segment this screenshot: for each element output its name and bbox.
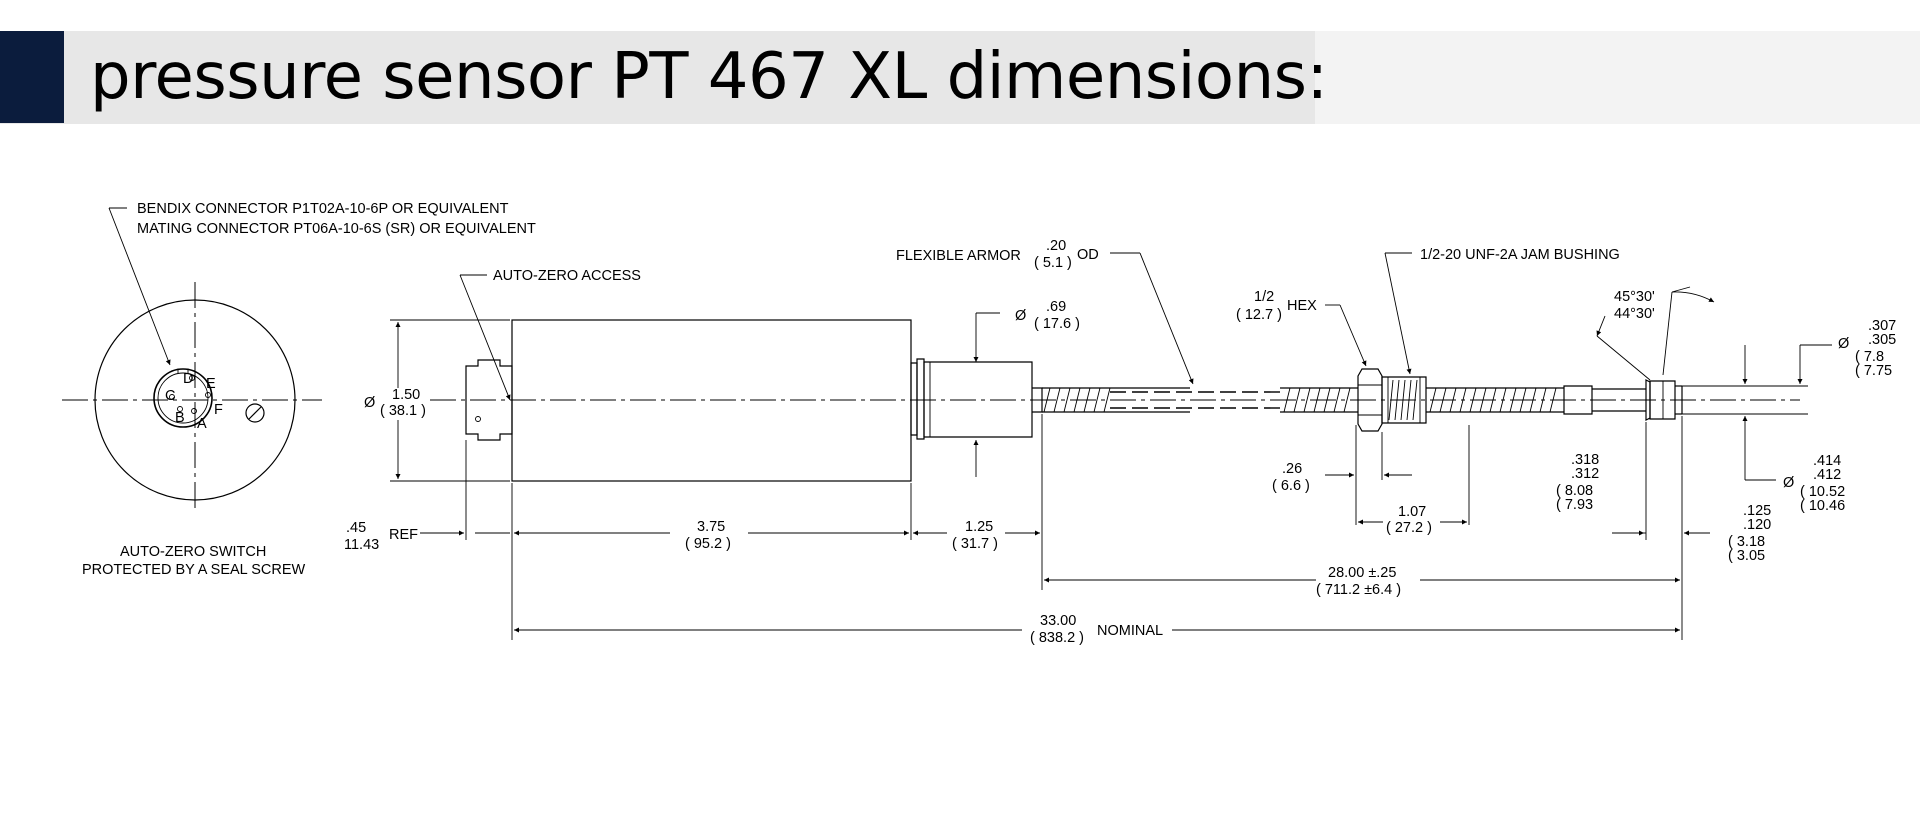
tip-dia-mm-min: ( 7.75	[1855, 363, 1892, 379]
sensor-side-view	[390, 252, 1800, 482]
flange-width-mm-min: ( 3.05	[1728, 548, 1765, 564]
flexible-armor-left	[1042, 387, 1190, 413]
auto-zero-switch-line2: PROTECTED BY A SEAL SCREW	[82, 562, 306, 578]
jam-bushing	[1381, 376, 1427, 424]
body-dia-mm: ( 38.1 )	[380, 403, 426, 419]
ref-mm: 11.43	[344, 537, 379, 553]
connector-callout-line1: BENDIX CONNECTOR P1T02A-10-6P OR EQUIVAL…	[137, 201, 509, 217]
angle-min: 44°30'	[1614, 306, 1655, 322]
bushing-length-inch: 1.07	[1398, 504, 1426, 520]
auto-zero-switch-line1: AUTO-ZERO SWITCH	[120, 544, 266, 560]
pin-d-label: D	[183, 371, 193, 387]
ref-label: REF	[389, 527, 418, 543]
hex-mm: ( 12.7 )	[1236, 307, 1282, 323]
collar-dia-symbol: Ø	[1015, 308, 1026, 324]
tip-dia-inch-min: .305	[1868, 332, 1896, 348]
jam-bushing-label: 1/2-20 UNF-2A JAM BUSHING	[1420, 247, 1620, 263]
auto-zero-access-label: AUTO-ZERO ACCESS	[493, 268, 641, 284]
body-dia-inch: 1.50	[392, 387, 420, 403]
tip-sleeve	[1563, 385, 1593, 415]
thread-length-inch: .26	[1282, 461, 1302, 477]
flange-width-mm-max: ( 3.18	[1728, 534, 1765, 550]
overall-length-mm: ( 838.2 )	[1030, 630, 1084, 646]
tip-flange	[1649, 380, 1676, 420]
connector-end-view: D E C F B A	[62, 207, 322, 510]
hex-label: HEX	[1287, 298, 1317, 314]
pin-e-label: E	[206, 376, 216, 392]
collar	[923, 361, 1033, 438]
flange-dia-mm-min: ( 10.46	[1800, 498, 1845, 514]
collar-length-inch: 1.25	[965, 519, 993, 535]
shoulder-inch-max: .318	[1571, 452, 1599, 468]
tip-dia-symbol: Ø	[1838, 336, 1849, 352]
overall-length-inch: 33.00	[1040, 613, 1076, 629]
armor-od-label: OD	[1077, 247, 1099, 263]
armor-length-mm: ( 711.2 ±6.4 )	[1316, 582, 1401, 598]
overall-length-label: NOMINAL	[1097, 623, 1163, 639]
collar-length-mm: ( 31.7 )	[952, 536, 998, 552]
body-length-inch: 3.75	[697, 519, 725, 535]
body-length-mm: ( 95.2 )	[685, 536, 731, 552]
seal-screw-icon	[245, 403, 265, 423]
body-dia-symbol: Ø	[364, 395, 375, 411]
flange-dia-symbol: Ø	[1783, 475, 1794, 491]
pin-c-label: C	[165, 388, 175, 404]
dimension-lines	[420, 344, 1832, 640]
collar-dia-mm: ( 17.6 )	[1034, 316, 1080, 332]
shoulder-mm-min: ( 7.93	[1556, 497, 1593, 513]
pin-b-label: B	[175, 410, 185, 426]
tip-dia-mm-max: ( 7.8	[1855, 349, 1884, 365]
title-bar	[0, 31, 1920, 124]
pin-a-label: A	[197, 416, 207, 432]
labels: BENDIX CONNECTOR P1T02A-10-6P OR EQUIVAL…	[82, 201, 1896, 646]
flange-dia-inch-max: .414	[1813, 453, 1841, 469]
thread-length-mm: ( 6.6 )	[1272, 478, 1310, 494]
shoulder-mm-max: ( 8.08	[1556, 483, 1593, 499]
armor-length-inch: 28.00 ±.25	[1328, 565, 1396, 581]
collar-dia-inch: .69	[1046, 299, 1066, 315]
flange-dia-mm-max: ( 10.52	[1800, 484, 1845, 500]
shoulder-inch-min: .312	[1571, 466, 1599, 482]
bushing-length-mm: ( 27.2 )	[1386, 520, 1432, 536]
ref-inch: .45	[346, 520, 366, 536]
page-title: pressure sensor PT 467 XL dimensions:	[90, 40, 1328, 114]
armor-od-inch: .20	[1046, 238, 1066, 254]
armor-od-mm: ( 5.1 )	[1034, 255, 1072, 271]
hex-nut	[1357, 368, 1383, 432]
flange-dia-inch-min: .412	[1813, 467, 1841, 483]
tip-dia-inch-max: .307	[1868, 318, 1896, 334]
flange-width-inch-min: .120	[1743, 517, 1771, 533]
angle-max: 45°30'	[1614, 289, 1655, 305]
hex-inch: 1/2	[1254, 289, 1274, 305]
connector-callout-line2: MATING CONNECTOR PT06A-10-6S (SR) OR EQU…	[137, 221, 536, 237]
title-accent-block	[0, 31, 64, 123]
pin-f-label: F	[214, 402, 223, 418]
flexible-armor-label: FLEXIBLE ARMOR	[896, 248, 1021, 264]
flange-width-inch-max: .125	[1743, 503, 1771, 519]
